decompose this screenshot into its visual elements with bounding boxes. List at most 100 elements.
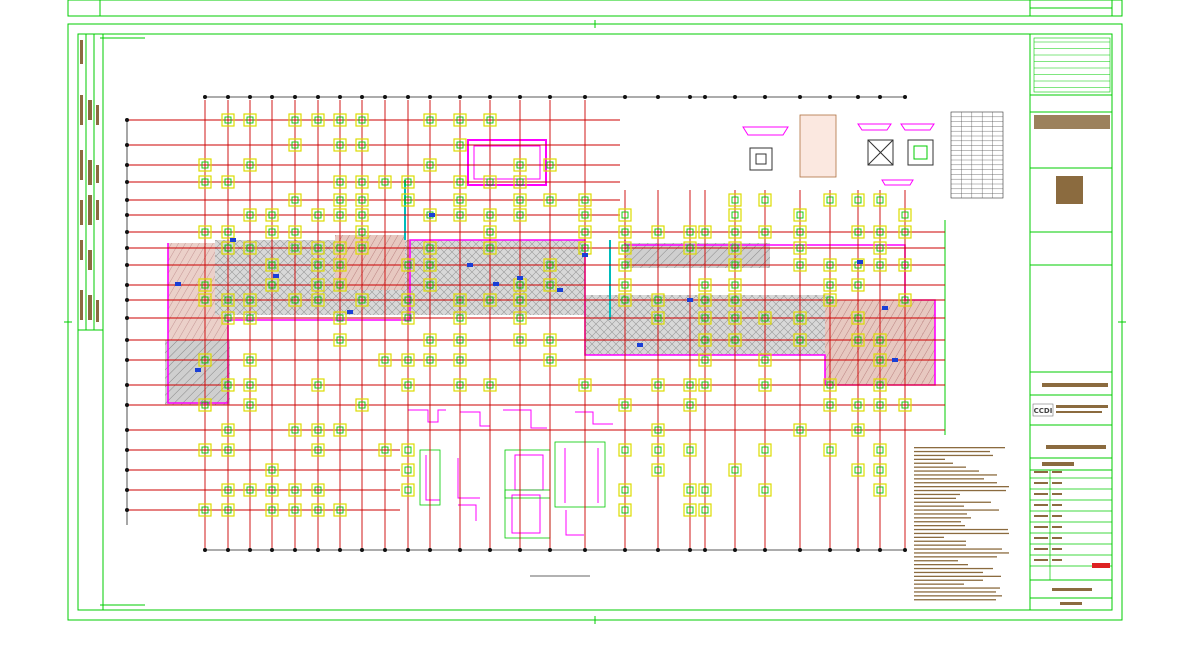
pile: [654, 314, 662, 322]
pile-cap: [728, 241, 742, 255]
pile: [314, 116, 322, 124]
grid-bubble: [248, 548, 252, 552]
grid-bubble: [125, 488, 129, 492]
pile-cap: [243, 398, 257, 412]
marker: [582, 253, 588, 257]
pile: [901, 261, 909, 269]
pile-cap: [513, 208, 527, 222]
pile-cap: [401, 175, 415, 189]
grid-bubble: [856, 548, 860, 552]
pile-cap: [423, 278, 437, 292]
pile-cap: [333, 113, 347, 127]
pile: [201, 446, 209, 454]
pile-cap: [288, 293, 302, 307]
pile-cap: [873, 353, 887, 367]
general-notes: [914, 447, 1009, 601]
pile-cap: [758, 443, 772, 457]
pile-cap: [401, 258, 415, 272]
pile-cap: [823, 258, 837, 272]
pile: [854, 281, 862, 289]
pile-cap: [311, 483, 325, 497]
grid-bubble: [125, 316, 129, 320]
revision-strip: [78, 34, 103, 331]
pile: [291, 426, 299, 434]
pile-cap: [873, 241, 887, 255]
grid-bubble: [406, 548, 410, 552]
pile: [701, 336, 709, 344]
pile-cap: [651, 463, 665, 477]
pile-cap: [728, 463, 742, 477]
pile: [456, 178, 464, 186]
grid-bubble: [226, 548, 230, 552]
pile-cap: [265, 503, 279, 517]
grid-bubble: [798, 548, 802, 552]
pile: [516, 196, 524, 204]
grid-bubble: [125, 198, 129, 202]
pile-cap: [265, 463, 279, 477]
pile-cap: [311, 503, 325, 517]
pile: [731, 211, 739, 219]
pile: [876, 228, 884, 236]
pile: [581, 228, 589, 236]
pile: [201, 506, 209, 514]
pile-cap: [288, 241, 302, 255]
pile-cap: [288, 225, 302, 239]
marker: [857, 260, 863, 264]
pile-cap: [873, 193, 887, 207]
grid-bubble: [583, 95, 587, 99]
pile: [358, 211, 366, 219]
pile: [854, 466, 862, 474]
pile: [291, 244, 299, 252]
foundation-plan[interactable]: [125, 95, 1009, 601]
grid-bubble: [656, 95, 660, 99]
pile: [381, 178, 389, 186]
grid-bubble: [125, 428, 129, 432]
pile-cap: [758, 225, 772, 239]
pile-cap: [578, 193, 592, 207]
pile: [826, 401, 834, 409]
pile: [654, 466, 662, 474]
pile: [201, 401, 209, 409]
pile-cap: [355, 225, 369, 239]
pile: [314, 211, 322, 219]
pile-cap: [243, 311, 257, 325]
pile: [201, 281, 209, 289]
pile-cap: [618, 503, 632, 517]
grid-bubble: [125, 403, 129, 407]
pile: [291, 296, 299, 304]
pile-cap: [453, 208, 467, 222]
marker: [175, 282, 181, 286]
pile-cap: [578, 378, 592, 392]
pile-cap: [873, 333, 887, 347]
pile: [546, 281, 554, 289]
pile: [291, 506, 299, 514]
pile: [456, 141, 464, 149]
pile-cap: [898, 258, 912, 272]
pile: [456, 116, 464, 124]
note-line: [914, 599, 996, 601]
pile: [796, 261, 804, 269]
pile-cap: [333, 193, 347, 207]
pile: [581, 211, 589, 219]
note-line: [914, 497, 956, 499]
pile-cap: [311, 258, 325, 272]
pile-cap: [483, 378, 497, 392]
pile: [404, 261, 412, 269]
pile: [546, 261, 554, 269]
pile-cap: [221, 443, 235, 457]
pile-cap: [898, 225, 912, 239]
pile-cap: [453, 333, 467, 347]
marker: [195, 368, 201, 372]
hatch-zone-g: [165, 340, 230, 405]
pile-cap: [423, 353, 437, 367]
pile-cap: [793, 311, 807, 325]
pile-cap: [578, 225, 592, 239]
note-line: [914, 458, 945, 460]
pile-cap: [221, 483, 235, 497]
note-line: [914, 528, 1008, 531]
hatch-zone-c: [410, 240, 585, 315]
pile-cap: [728, 333, 742, 347]
grid-bubble: [583, 548, 587, 552]
pile-cap: [543, 193, 557, 207]
